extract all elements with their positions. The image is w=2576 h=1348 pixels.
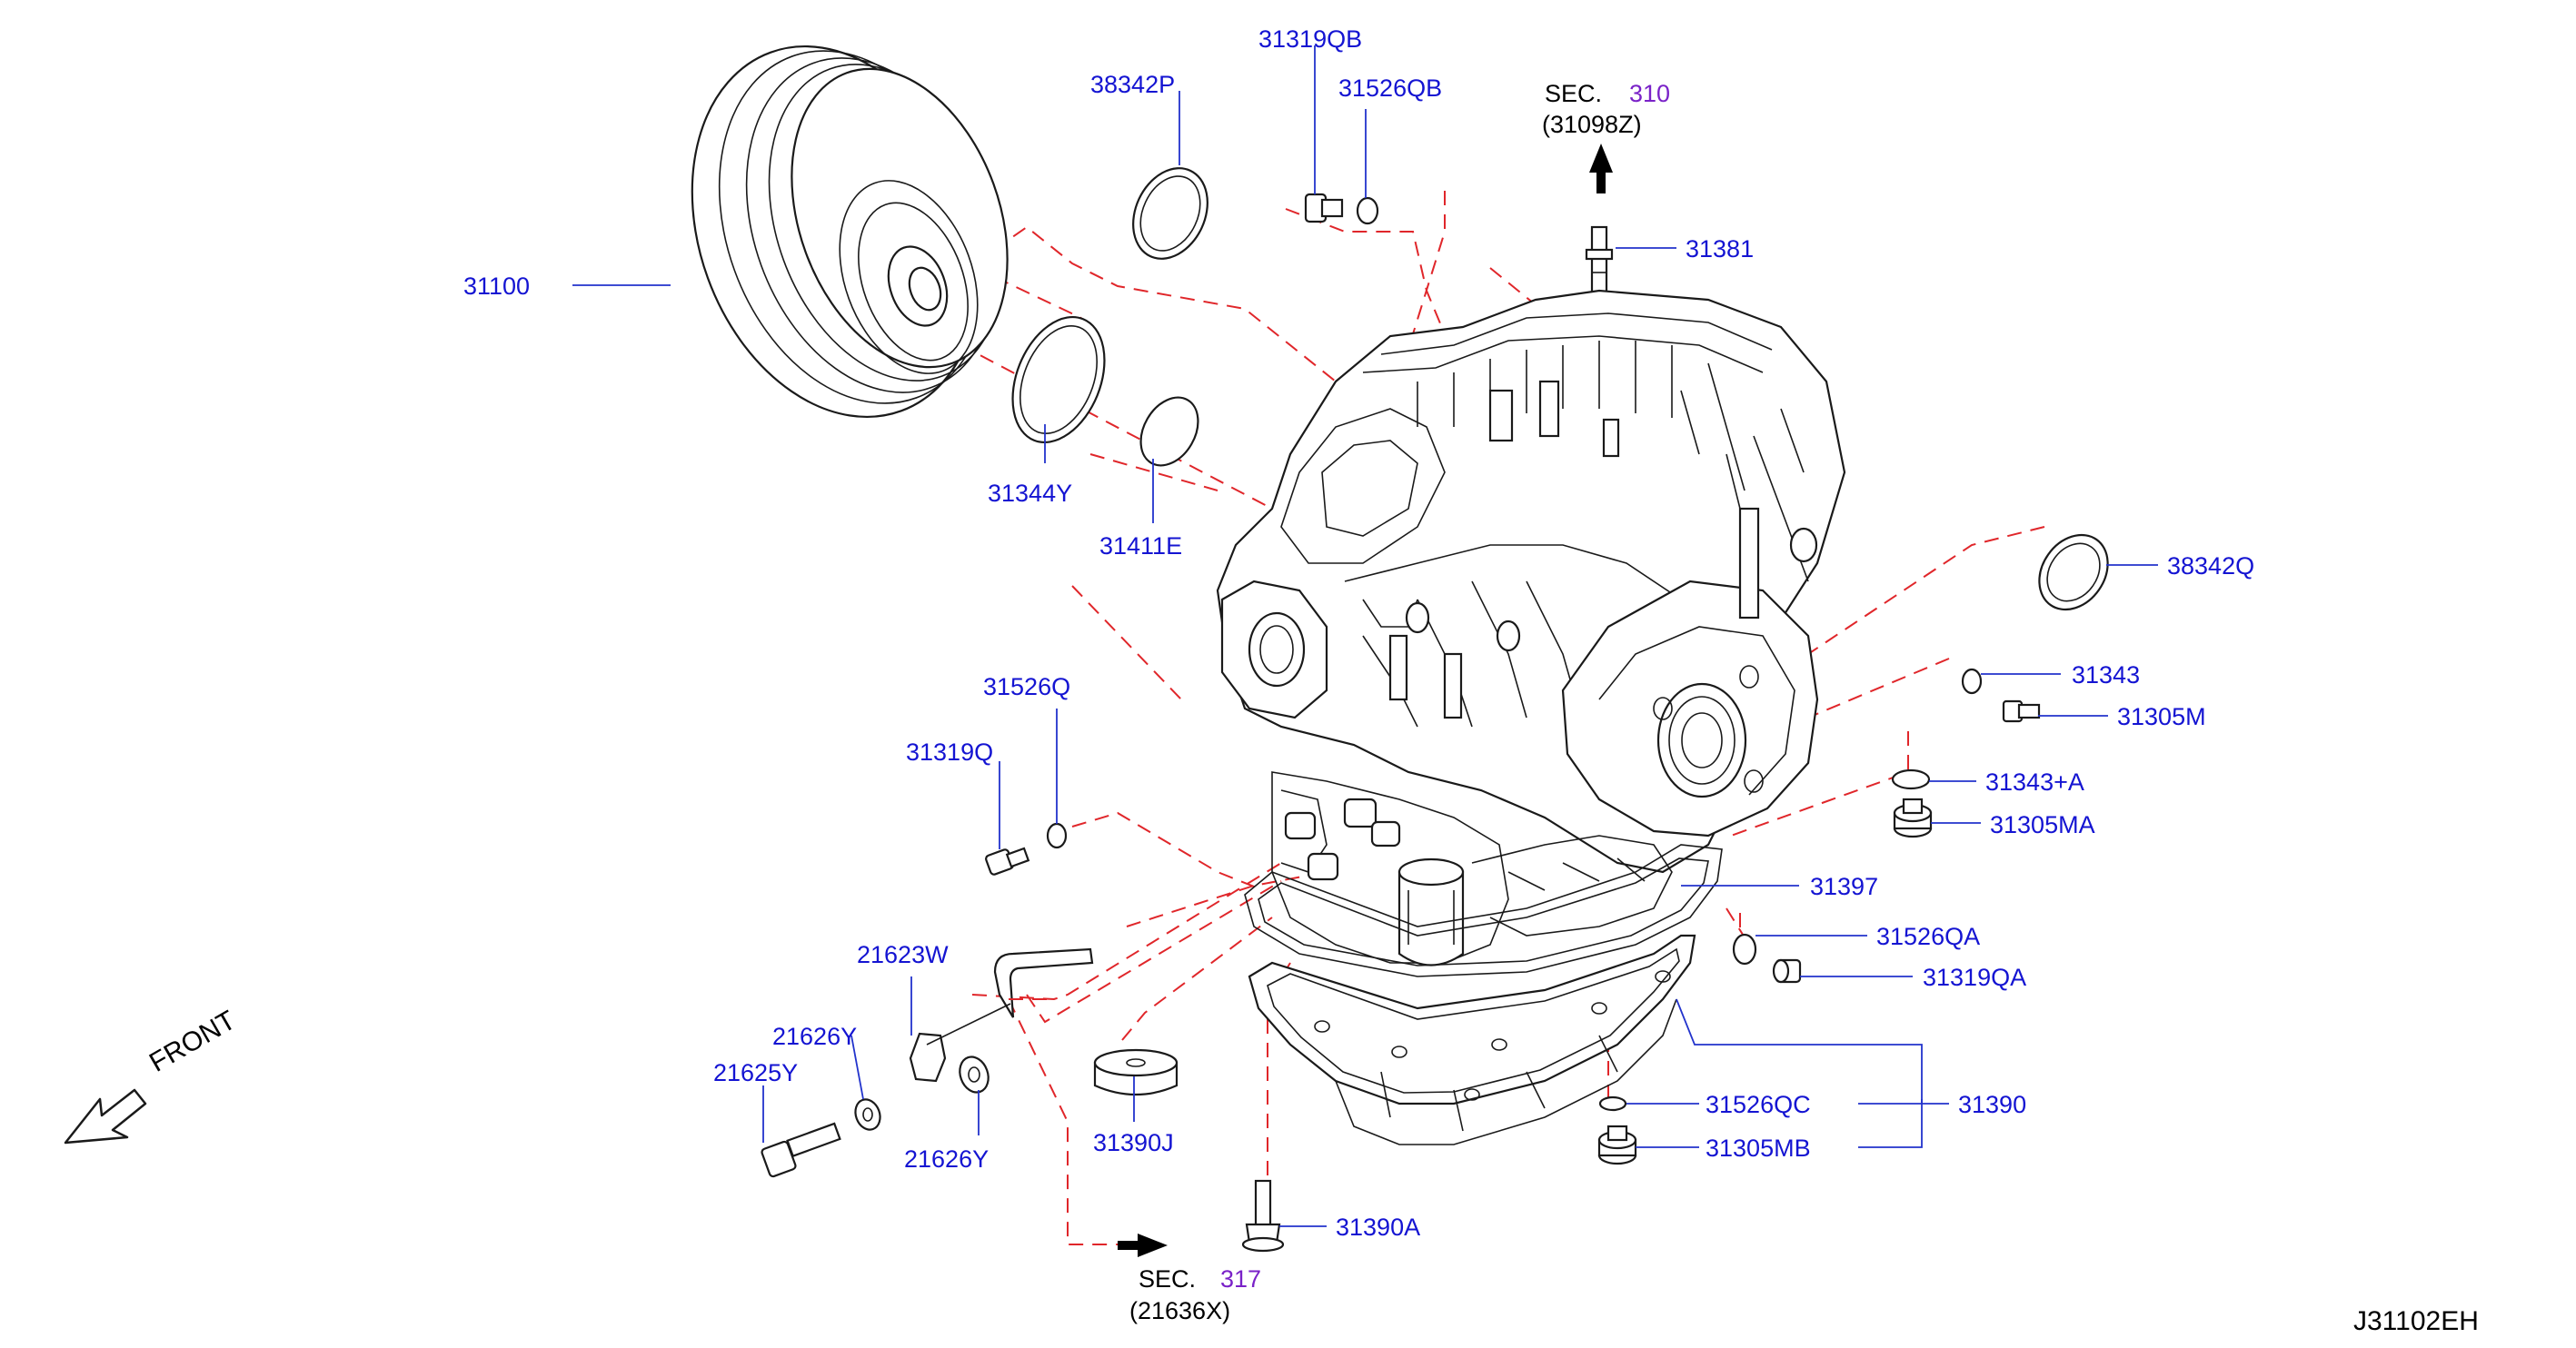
arrow-to-sec-310 xyxy=(1589,144,1613,193)
oil-seal-38342Q xyxy=(2038,533,2109,611)
arrow-to-sec-317 xyxy=(1118,1234,1168,1257)
o-ring-31526QA xyxy=(1732,933,1757,966)
o-ring-31411E xyxy=(1139,396,1199,467)
plug-31319Q xyxy=(985,847,1030,876)
part-label-31526QA: 31526QA xyxy=(1876,923,1981,950)
oil-cooler-hose-21623W xyxy=(909,947,1094,1083)
washer-21626Y-top xyxy=(854,1098,881,1131)
part-label-21623W: 21623W xyxy=(857,941,949,968)
plug-31305MA xyxy=(1893,798,1933,838)
drain-plug-31305MB xyxy=(1597,1125,1637,1165)
sec-317-subpart: (21636X) xyxy=(1129,1297,1231,1324)
sec-310-number: 310 xyxy=(1629,80,1671,107)
part-label-31526Q: 31526Q xyxy=(983,673,1071,700)
part-label-31305M: 31305M xyxy=(2117,703,2206,730)
sec-317-prefix: SEC. xyxy=(1139,1265,1197,1293)
washer-31343A xyxy=(1891,768,1931,790)
magnet-31390J xyxy=(1093,1048,1179,1096)
part-label-31305MA: 31305MA xyxy=(1990,811,2095,838)
part-label-31344Y: 31344Y xyxy=(988,480,1073,507)
sec-310-subpart: (31098Z) xyxy=(1542,111,1642,138)
part-label-31305MB: 31305MB xyxy=(1706,1135,1811,1162)
o-ring-31526QB xyxy=(1356,196,1379,225)
part-label-21626Y-top: 21626Y xyxy=(772,1023,858,1050)
stud-31381 xyxy=(1585,225,1614,297)
plug-31319QB xyxy=(1304,193,1344,223)
part-label-31390: 31390 xyxy=(1958,1091,2027,1118)
torque-converter-31100 xyxy=(691,45,1009,418)
washer-21626Y-bottom xyxy=(959,1056,990,1094)
plug-31319QA xyxy=(1772,958,1802,984)
part-label-38342Q: 38342Q xyxy=(2167,552,2255,580)
eye-bolt-21625Y xyxy=(761,1122,841,1178)
transmission-case xyxy=(1216,289,1846,966)
part-label-31397: 31397 xyxy=(1810,873,1879,900)
part-label-31526QC: 31526QC xyxy=(1706,1091,1811,1118)
sec-317-number: 317 xyxy=(1220,1265,1262,1293)
part-label-31319Q: 31319Q xyxy=(906,738,994,766)
part-label-21625Y: 21625Y xyxy=(713,1059,799,1086)
part-label-38342P: 38342P xyxy=(1090,71,1176,98)
part-label-31411E: 31411E xyxy=(1099,532,1183,560)
part-label-31390J: 31390J xyxy=(1093,1129,1174,1156)
part-label-31319QA: 31319QA xyxy=(1923,964,2027,991)
drawing-code: J31102EH xyxy=(2353,1306,2479,1336)
oil-pan-31390 xyxy=(1248,934,1696,1145)
o-ring-31526Q xyxy=(1046,822,1068,849)
part-label-31343: 31343 xyxy=(2072,661,2141,689)
washer-31343 xyxy=(1961,668,1983,695)
part-label-31319QB: 31319QB xyxy=(1258,25,1363,53)
part-label-31526QB: 31526QB xyxy=(1338,74,1443,102)
gasket-31397 xyxy=(1244,844,1723,977)
leader-lines xyxy=(572,45,2158,1227)
part-label-31343A: 31343+A xyxy=(1985,768,2084,796)
oil-seal-31344Y xyxy=(1011,315,1106,444)
plug-31305M xyxy=(2002,699,2041,723)
bolt-31390A xyxy=(1241,1179,1285,1253)
part-label-21626Y-bottom: 21626Y xyxy=(904,1145,990,1173)
part-label-31390A: 31390A xyxy=(1336,1214,1421,1241)
o-ring-31526QC xyxy=(1598,1095,1627,1112)
part-label-31100: 31100 xyxy=(463,273,531,300)
part-label-31381: 31381 xyxy=(1686,235,1755,263)
front-direction-arrow xyxy=(64,1088,147,1145)
oil-seal-38342P xyxy=(1132,167,1208,260)
sec-310-prefix: SEC. xyxy=(1545,80,1603,107)
